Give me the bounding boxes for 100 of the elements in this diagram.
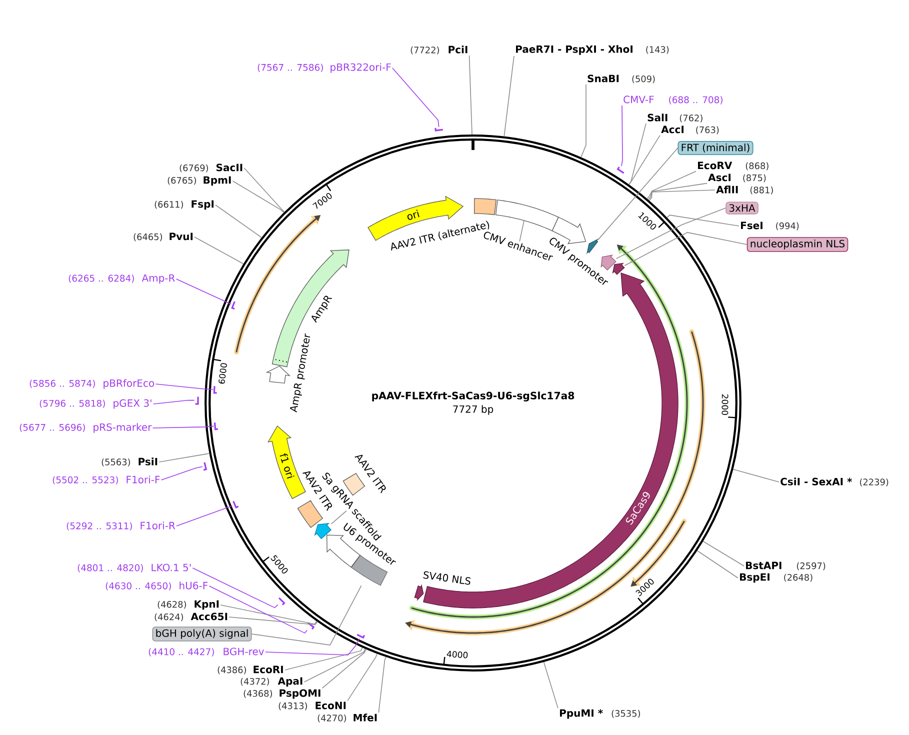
leader-line bbox=[378, 656, 386, 713]
site-label: EcoRV (868) bbox=[698, 162, 768, 170]
primer-label: (5502 .. 5523) F1ori-F bbox=[52, 476, 160, 484]
leader-line bbox=[392, 68, 440, 128]
site-label: SnaBI (509) bbox=[588, 74, 655, 84]
feature-callout: 3xHA bbox=[726, 202, 758, 214]
site-label: FseI (994) bbox=[741, 222, 799, 230]
site-label: (4313) EcoNI bbox=[278, 702, 346, 710]
leader-line bbox=[264, 638, 360, 656]
leader-line bbox=[543, 662, 558, 709]
primer-mark bbox=[434, 128, 443, 132]
site-label: BspEI (2648) bbox=[740, 573, 812, 583]
leader-line bbox=[232, 180, 284, 213]
tick-label: 4000 bbox=[446, 650, 468, 658]
leader-line bbox=[347, 653, 378, 702]
leader-line bbox=[322, 648, 366, 689]
site-label: (6769) SacII bbox=[180, 164, 242, 172]
leader-line bbox=[616, 208, 726, 260]
primer-mark bbox=[214, 422, 218, 430]
site-label: PaeR7I - PspXI - XhoI (143) bbox=[516, 45, 669, 55]
leader-line bbox=[598, 148, 678, 240]
primer-label: (5292 .. 5311) F1ori-R bbox=[66, 522, 176, 530]
leader-line bbox=[732, 468, 780, 482]
site-label: (4628) KpnI bbox=[158, 600, 219, 610]
primer-mark bbox=[307, 622, 315, 630]
primer-label: (5677 .. 5696) pRS-marker bbox=[20, 423, 152, 433]
primer-mark bbox=[195, 396, 199, 405]
leader-line bbox=[696, 550, 738, 578]
site-label: (4368) PspOMI bbox=[244, 689, 320, 699]
leader-line bbox=[176, 278, 232, 305]
leader-line bbox=[152, 426, 214, 428]
site-label: (4386) EcoRI bbox=[218, 666, 283, 674]
site-label: AccI (763) bbox=[661, 126, 719, 134]
leader-line bbox=[220, 604, 318, 625]
primer-label: (4410 .. 4427) BGH-rev bbox=[148, 648, 264, 656]
sequence-length: 7727 bp bbox=[453, 405, 494, 415]
leader-line bbox=[304, 648, 366, 682]
feature-block bbox=[612, 262, 625, 275]
leader-line bbox=[158, 453, 210, 462]
site-label: (7722) PciI bbox=[410, 46, 468, 54]
site-label: CsiI - SexAI * (2239) bbox=[780, 478, 888, 486]
primer-mark bbox=[616, 166, 624, 174]
primer-mark bbox=[356, 634, 366, 639]
leader-line bbox=[468, 55, 472, 135]
leader-line bbox=[702, 540, 744, 566]
site-label: (5563) PsiI bbox=[102, 458, 158, 466]
site-label: AflII (881) bbox=[716, 186, 773, 194]
primer-label: CMV-F (688 .. 708) bbox=[624, 96, 722, 104]
leader-line bbox=[152, 400, 195, 404]
leader-line bbox=[628, 134, 660, 185]
site-label: (4624) Acc65I bbox=[154, 612, 228, 622]
leader-line bbox=[330, 510, 347, 524]
site-label: (6465) PvuI bbox=[134, 232, 193, 242]
leader-line bbox=[155, 384, 214, 390]
site-label: AscI (875) bbox=[708, 174, 766, 182]
site-label: (4270) MfeI bbox=[318, 714, 377, 722]
site-label: BstAPI (2597) bbox=[746, 562, 826, 570]
primer-label: (4630 .. 4650) hU6-F bbox=[106, 582, 208, 590]
feature-callout: bGH poly(A) signal bbox=[152, 626, 252, 642]
primer-label: (4801 .. 4820) LKO.1 5' bbox=[78, 564, 191, 572]
tick-label: 2000 bbox=[722, 394, 728, 415]
site-label: SalI (762) bbox=[648, 114, 702, 122]
leader-line bbox=[666, 214, 740, 226]
leader-line bbox=[244, 168, 285, 212]
leader-line bbox=[208, 586, 308, 634]
leader-line bbox=[192, 568, 278, 608]
primer-label: (5796 .. 5818) pGEX 3' bbox=[40, 399, 152, 409]
leader-line bbox=[176, 505, 233, 526]
leader-line bbox=[621, 104, 623, 166]
primer-mark bbox=[231, 301, 236, 310]
leader-line bbox=[284, 647, 363, 670]
leader-line bbox=[504, 56, 514, 137]
primer-label: (6265 .. 6284) Amp-R bbox=[68, 274, 175, 284]
leader-line bbox=[519, 220, 524, 242]
leader-line bbox=[648, 182, 708, 200]
site-label: (6765) BpmI bbox=[168, 176, 231, 186]
node-label: SV40 NLS bbox=[423, 571, 471, 585]
leader-line bbox=[624, 232, 748, 266]
primer-label: (5856 .. 5874) pBRforEco bbox=[30, 379, 154, 389]
primer-mark bbox=[232, 500, 239, 508]
leader-line bbox=[194, 236, 244, 264]
site-label: PpuMI * (3535) bbox=[560, 709, 640, 719]
leader-line bbox=[215, 204, 262, 238]
leader-line bbox=[628, 123, 646, 185]
leader-line bbox=[646, 170, 696, 200]
primer-mark bbox=[278, 597, 286, 606]
feature-callout: nucleoplasmin NLS bbox=[746, 237, 848, 252]
feature-box bbox=[495, 200, 559, 232]
primer-mark bbox=[213, 386, 217, 394]
leader-line bbox=[648, 190, 716, 201]
primer-mark bbox=[203, 462, 208, 471]
feature-callout: FRT (minimal) bbox=[678, 141, 754, 155]
leader-line bbox=[580, 84, 586, 158]
site-label: (4372) ApaI bbox=[240, 677, 302, 687]
leader-line bbox=[160, 466, 203, 480]
site-label: (6611) FspI bbox=[154, 200, 214, 210]
primer-label: (7567 .. 7586) pBR322ori-F bbox=[258, 63, 391, 73]
leader-line bbox=[251, 585, 362, 646]
leader-line bbox=[228, 616, 318, 626]
tick-label: 6000 bbox=[218, 363, 227, 384]
